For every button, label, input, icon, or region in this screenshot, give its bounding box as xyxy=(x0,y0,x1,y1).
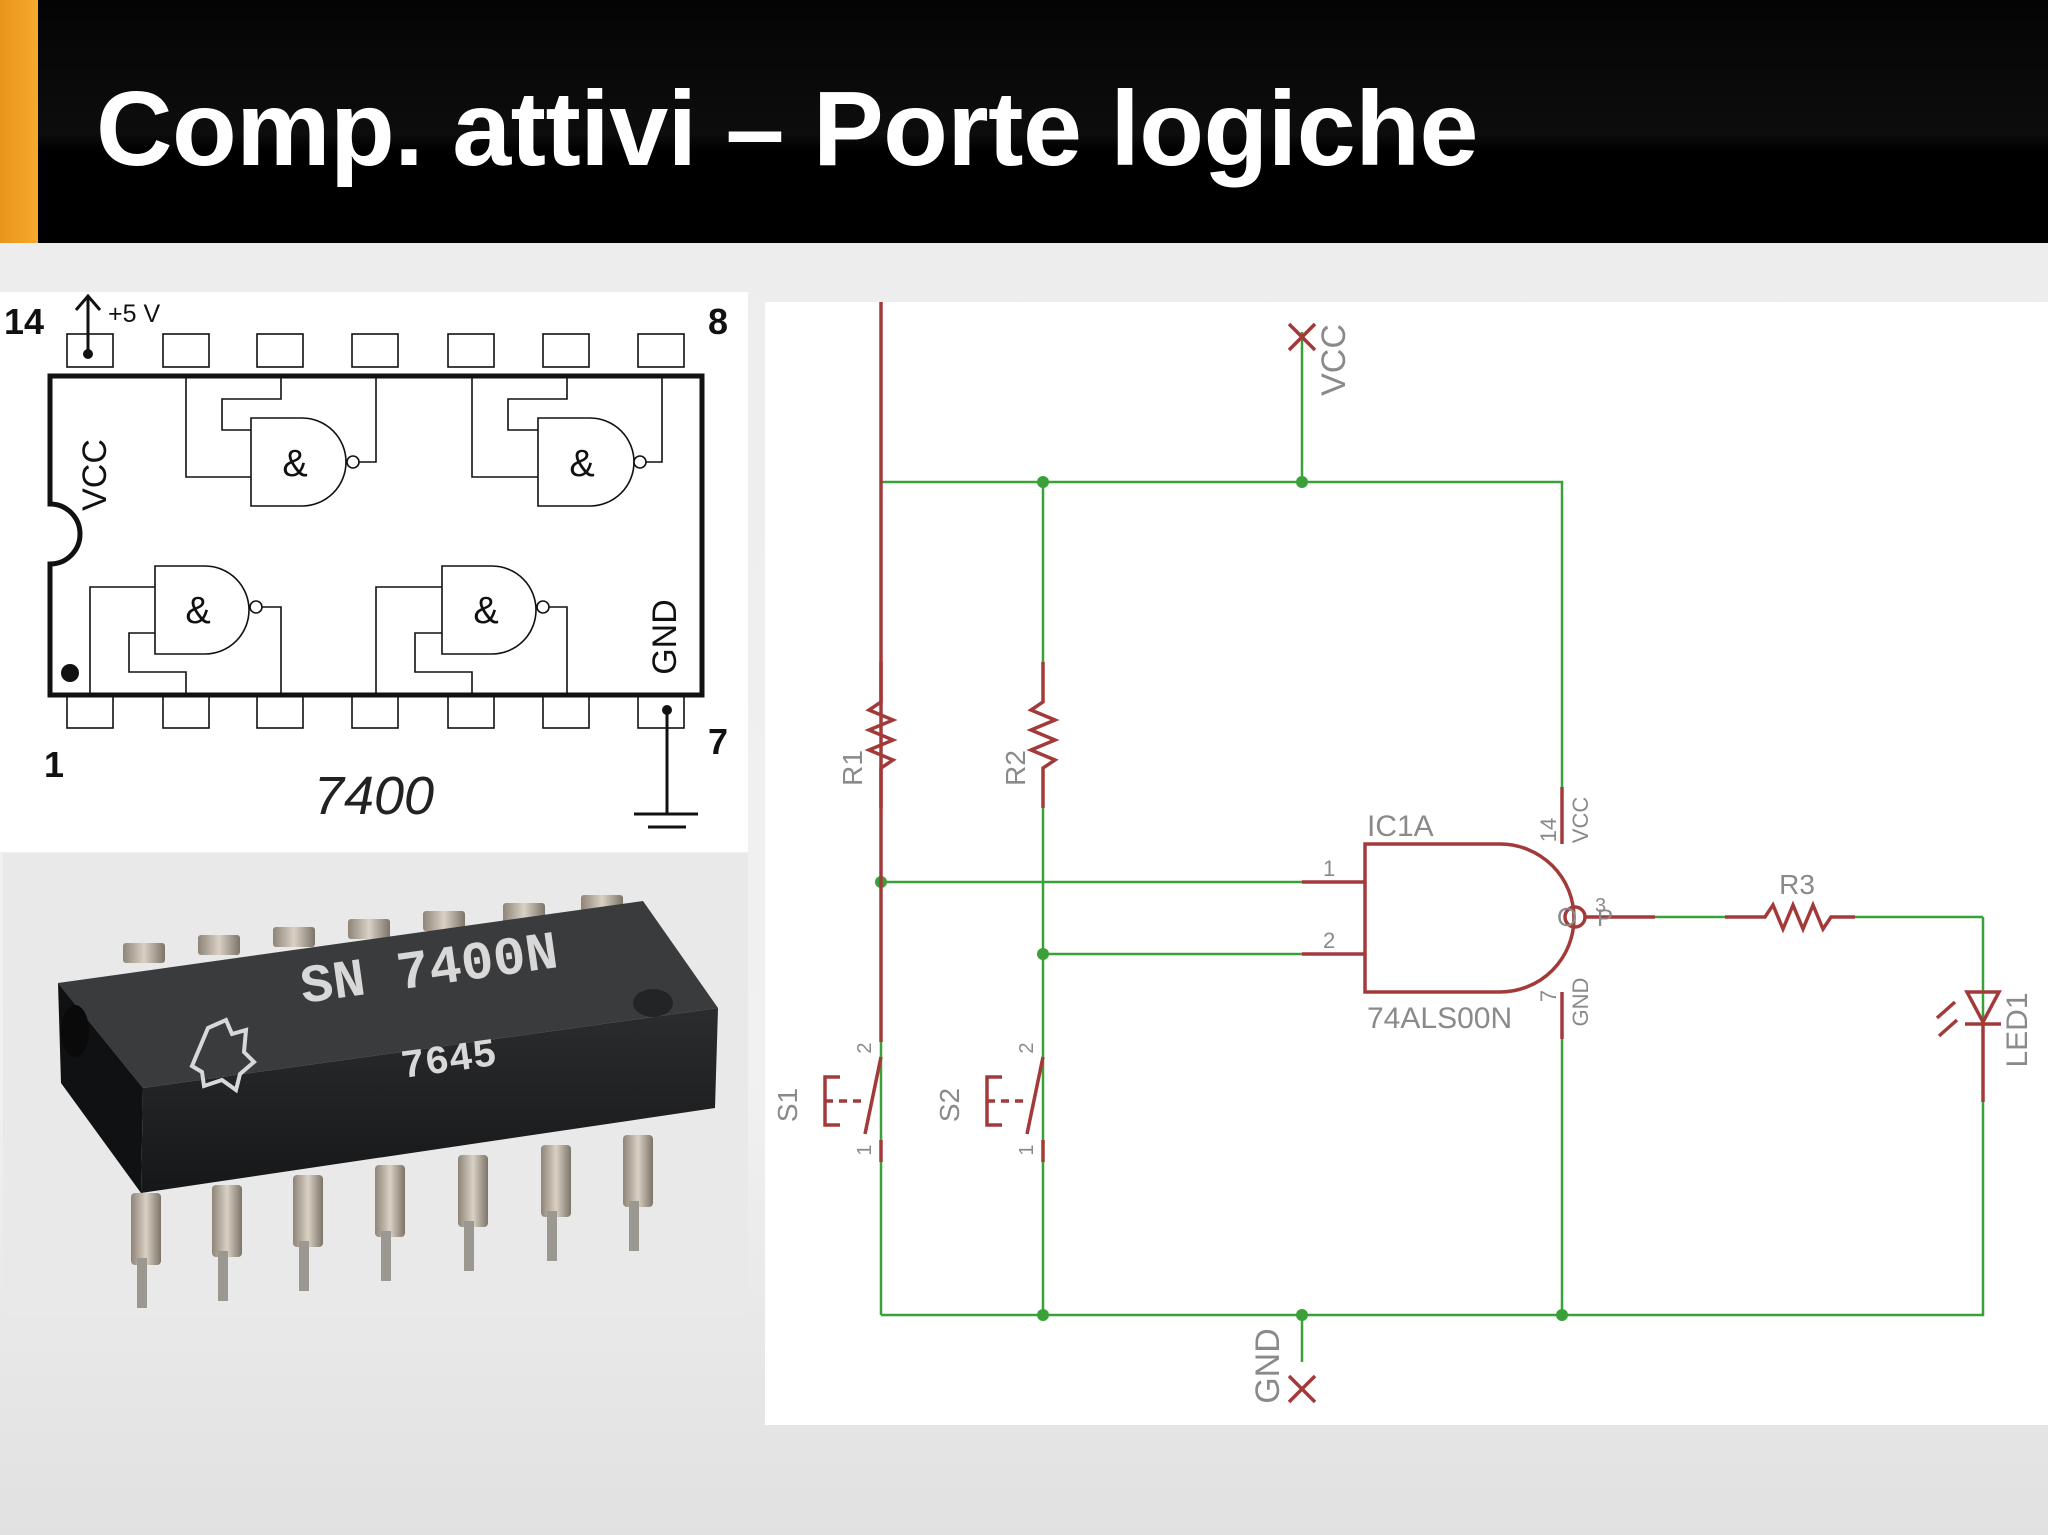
vcc-net-label: VCC xyxy=(1315,324,1353,396)
ic-part-label: 74ALS00N xyxy=(1367,1002,1512,1035)
pin-14-label: 14 xyxy=(4,301,44,342)
pin-10 xyxy=(447,333,495,368)
pin-1 xyxy=(66,694,114,729)
pin-2 xyxy=(162,694,210,729)
pin-1-dot xyxy=(61,664,79,682)
ground-icon xyxy=(634,710,698,829)
gnd-net-label: GND xyxy=(1249,1328,1287,1404)
nand-gate-1 xyxy=(250,417,347,507)
r1-label: R1 xyxy=(837,750,868,786)
pin-13 xyxy=(162,333,210,368)
led-label: LED1 xyxy=(2001,992,2034,1067)
nand-gate-4 xyxy=(441,565,537,655)
ic-chip-photo: SN 7400N 7645 xyxy=(3,853,748,1315)
nand-gate-3 xyxy=(154,565,250,655)
ic-pin-vcc-label: VCC xyxy=(1568,797,1593,844)
led-icon xyxy=(1935,990,2002,1102)
ic-pin-14-num: 14 xyxy=(1536,818,1561,842)
circuit-wires xyxy=(879,332,1985,1362)
vcc-supply-marker xyxy=(1287,322,1317,352)
s2-pin-2: 2 xyxy=(1016,1042,1038,1053)
switch-s2 xyxy=(985,1056,1045,1162)
resistor-r3 xyxy=(1725,900,1855,934)
pin-8 xyxy=(637,333,685,368)
pin-12 xyxy=(256,333,304,368)
title-accent-bar xyxy=(0,0,38,243)
ic-pin-7-num: 7 xyxy=(1536,990,1561,1002)
supply-voltage-label: +5 V xyxy=(108,300,160,328)
part-number-label: 7400 xyxy=(314,766,434,826)
pin-6 xyxy=(542,694,590,729)
gnd-supply-marker xyxy=(1287,1374,1317,1404)
s1-pin-1: 1 xyxy=(854,1144,876,1155)
pin-1-label: 1 xyxy=(44,744,64,785)
gate-1-symbol: & xyxy=(282,443,307,485)
pin-7-label: 7 xyxy=(708,721,728,762)
ic-pin-gnd-label: GND xyxy=(1568,978,1593,1027)
gate-pin-3-label: 3 xyxy=(1595,895,1606,917)
ic-7400-pinout-diagram: & & & & VCC GND +5 V 14 8 1 7 7400 xyxy=(0,292,748,852)
vcc-pin-label: VCC xyxy=(76,439,114,511)
ic-name-label: IC1A xyxy=(1367,810,1434,843)
wire-junctions xyxy=(875,476,1568,1321)
r3-label: R3 xyxy=(1779,869,1815,900)
and-gate-ic1a xyxy=(1363,842,1576,994)
s1-label: S1 xyxy=(772,1088,803,1122)
s2-pin-1: 1 xyxy=(1016,1144,1038,1155)
gate-4-symbol: & xyxy=(473,590,498,632)
title-bar: Comp. attivi – Porte logiche xyxy=(0,0,2048,243)
pin-3 xyxy=(256,694,304,729)
pin-11 xyxy=(351,333,399,368)
gate-3-symbol: & xyxy=(185,590,210,632)
pin-7 xyxy=(637,694,685,729)
gate-pin-2-label: 2 xyxy=(1323,928,1335,953)
r2-label: R2 xyxy=(1000,750,1031,786)
pin-5 xyxy=(447,694,495,729)
slide-title: Comp. attivi – Porte logiche xyxy=(96,70,1478,188)
s2-label: S2 xyxy=(934,1088,965,1122)
gate-output-label: O xyxy=(1557,902,1577,932)
pin-9 xyxy=(542,333,590,368)
switch-s1 xyxy=(823,302,883,1162)
pin-14 xyxy=(66,333,114,368)
gate-2-symbol: & xyxy=(569,443,594,485)
pin-8-label: 8 xyxy=(708,301,728,342)
gate-pin-1-label: 1 xyxy=(1323,856,1335,881)
nand-gate-schematic: VCC GND R1 R2 R3 S1 S2 2 1 2 1 IC1A 74AL… xyxy=(765,302,2048,1425)
s1-pin-2: 2 xyxy=(854,1042,876,1053)
resistor-r2 xyxy=(1026,662,1060,808)
pin-4 xyxy=(351,694,399,729)
supply-arrow-icon xyxy=(74,293,102,354)
gate-output-label-2: P xyxy=(1597,905,1613,932)
gnd-pin-label: GND xyxy=(646,599,684,675)
ti-logo-icon xyxy=(189,1017,257,1094)
